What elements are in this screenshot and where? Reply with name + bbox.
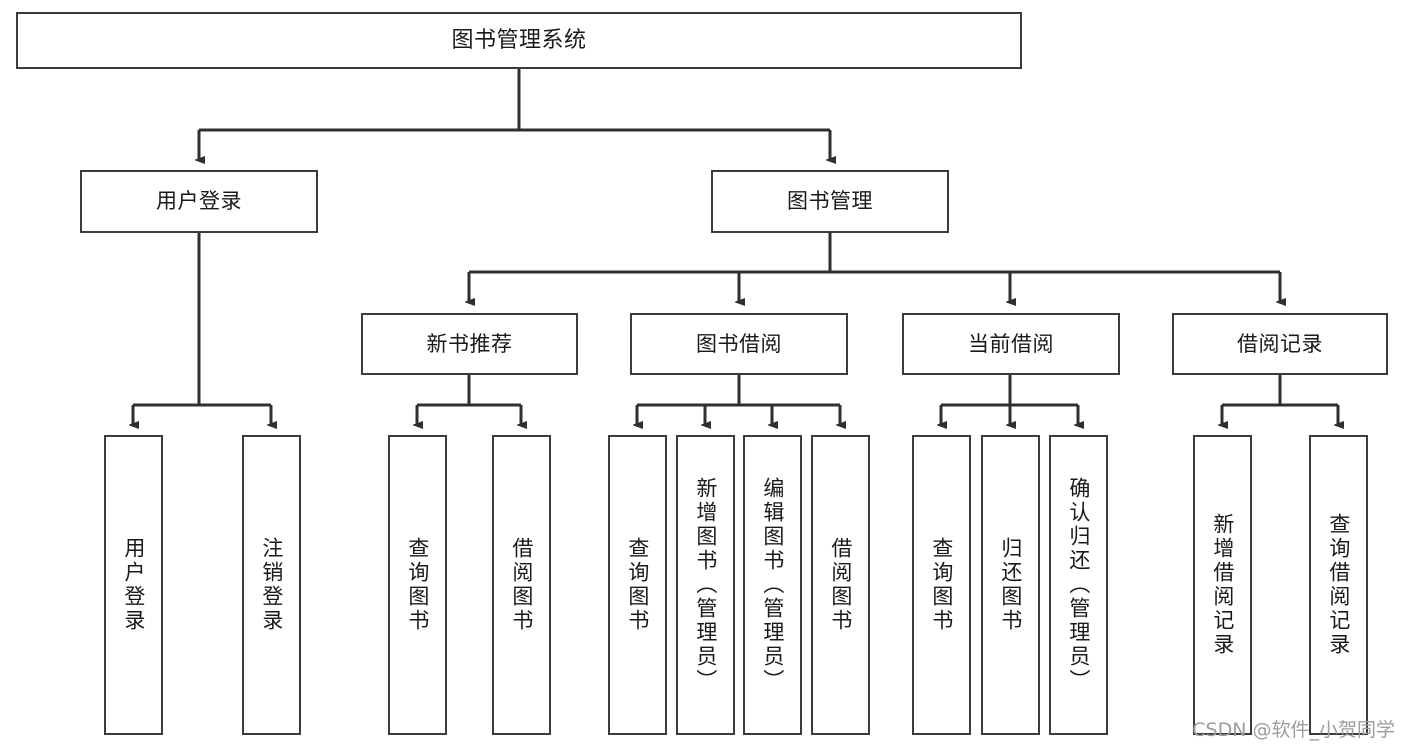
node-leaf-borrow-book-1-label: 借阅图书 xyxy=(509,537,534,633)
node-current-borrow-label: 当前借阅 xyxy=(968,331,1054,356)
node-leaf-logout[interactable]: 注销登录 xyxy=(242,435,301,735)
node-leaf-confirm-return-label: 确认归还（管理员） xyxy=(1066,477,1091,693)
node-borrow-record[interactable]: 借阅记录 xyxy=(1172,313,1388,375)
node-borrow-record-label: 借阅记录 xyxy=(1237,331,1323,356)
node-leaf-edit-book-label: 编辑图书（管理员） xyxy=(760,477,785,693)
node-leaf-query-book-2-label: 查询图书 xyxy=(625,537,650,633)
node-leaf-add-book[interactable]: 新增图书（管理员） xyxy=(676,435,735,735)
node-leaf-add-record-label: 新增借阅记录 xyxy=(1210,513,1235,657)
node-leaf-add-book-label: 新增图书（管理员） xyxy=(693,477,718,693)
csdn-watermark: CSDN @软件_小贺同学 xyxy=(1192,719,1395,741)
node-book-management-label: 图书管理 xyxy=(787,189,873,214)
node-leaf-query-record[interactable]: 查询借阅记录 xyxy=(1309,435,1368,735)
node-current-borrow[interactable]: 当前借阅 xyxy=(902,313,1120,375)
node-leaf-query-book-3-label: 查询图书 xyxy=(929,537,954,633)
node-leaf-user-login-label: 用户登录 xyxy=(121,537,146,633)
node-leaf-borrow-book-2[interactable]: 借阅图书 xyxy=(811,435,870,735)
node-leaf-query-book-1-label: 查询图书 xyxy=(405,537,430,633)
node-book-borrow[interactable]: 图书借阅 xyxy=(630,313,848,375)
node-leaf-borrow-book-2-label: 借阅图书 xyxy=(828,537,853,633)
node-leaf-add-record[interactable]: 新增借阅记录 xyxy=(1193,435,1252,735)
node-leaf-borrow-book-1[interactable]: 借阅图书 xyxy=(492,435,551,735)
node-new-book-recommend-label: 新书推荐 xyxy=(426,331,513,356)
node-book-management[interactable]: 图书管理 xyxy=(711,170,949,233)
node-leaf-query-record-label: 查询借阅记录 xyxy=(1326,513,1351,657)
node-leaf-edit-book[interactable]: 编辑图书（管理员） xyxy=(743,435,802,735)
node-leaf-query-book-2[interactable]: 查询图书 xyxy=(608,435,667,735)
node-root-label: 图书管理系统 xyxy=(451,27,587,53)
node-leaf-confirm-return[interactable]: 确认归还（管理员） xyxy=(1049,435,1108,735)
node-leaf-query-book-1[interactable]: 查询图书 xyxy=(388,435,447,735)
node-root[interactable]: 图书管理系统 xyxy=(16,12,1022,69)
node-user-login[interactable]: 用户登录 xyxy=(80,170,318,233)
node-leaf-user-login[interactable]: 用户登录 xyxy=(104,435,163,735)
node-leaf-logout-label: 注销登录 xyxy=(259,537,284,633)
node-leaf-return-book[interactable]: 归还图书 xyxy=(981,435,1040,735)
node-user-login-label: 用户登录 xyxy=(156,189,242,214)
node-new-book-recommend[interactable]: 新书推荐 xyxy=(361,313,578,375)
node-leaf-query-book-3[interactable]: 查询图书 xyxy=(912,435,971,735)
node-leaf-return-book-label: 归还图书 xyxy=(998,537,1023,633)
node-book-borrow-label: 图书借阅 xyxy=(696,331,782,356)
